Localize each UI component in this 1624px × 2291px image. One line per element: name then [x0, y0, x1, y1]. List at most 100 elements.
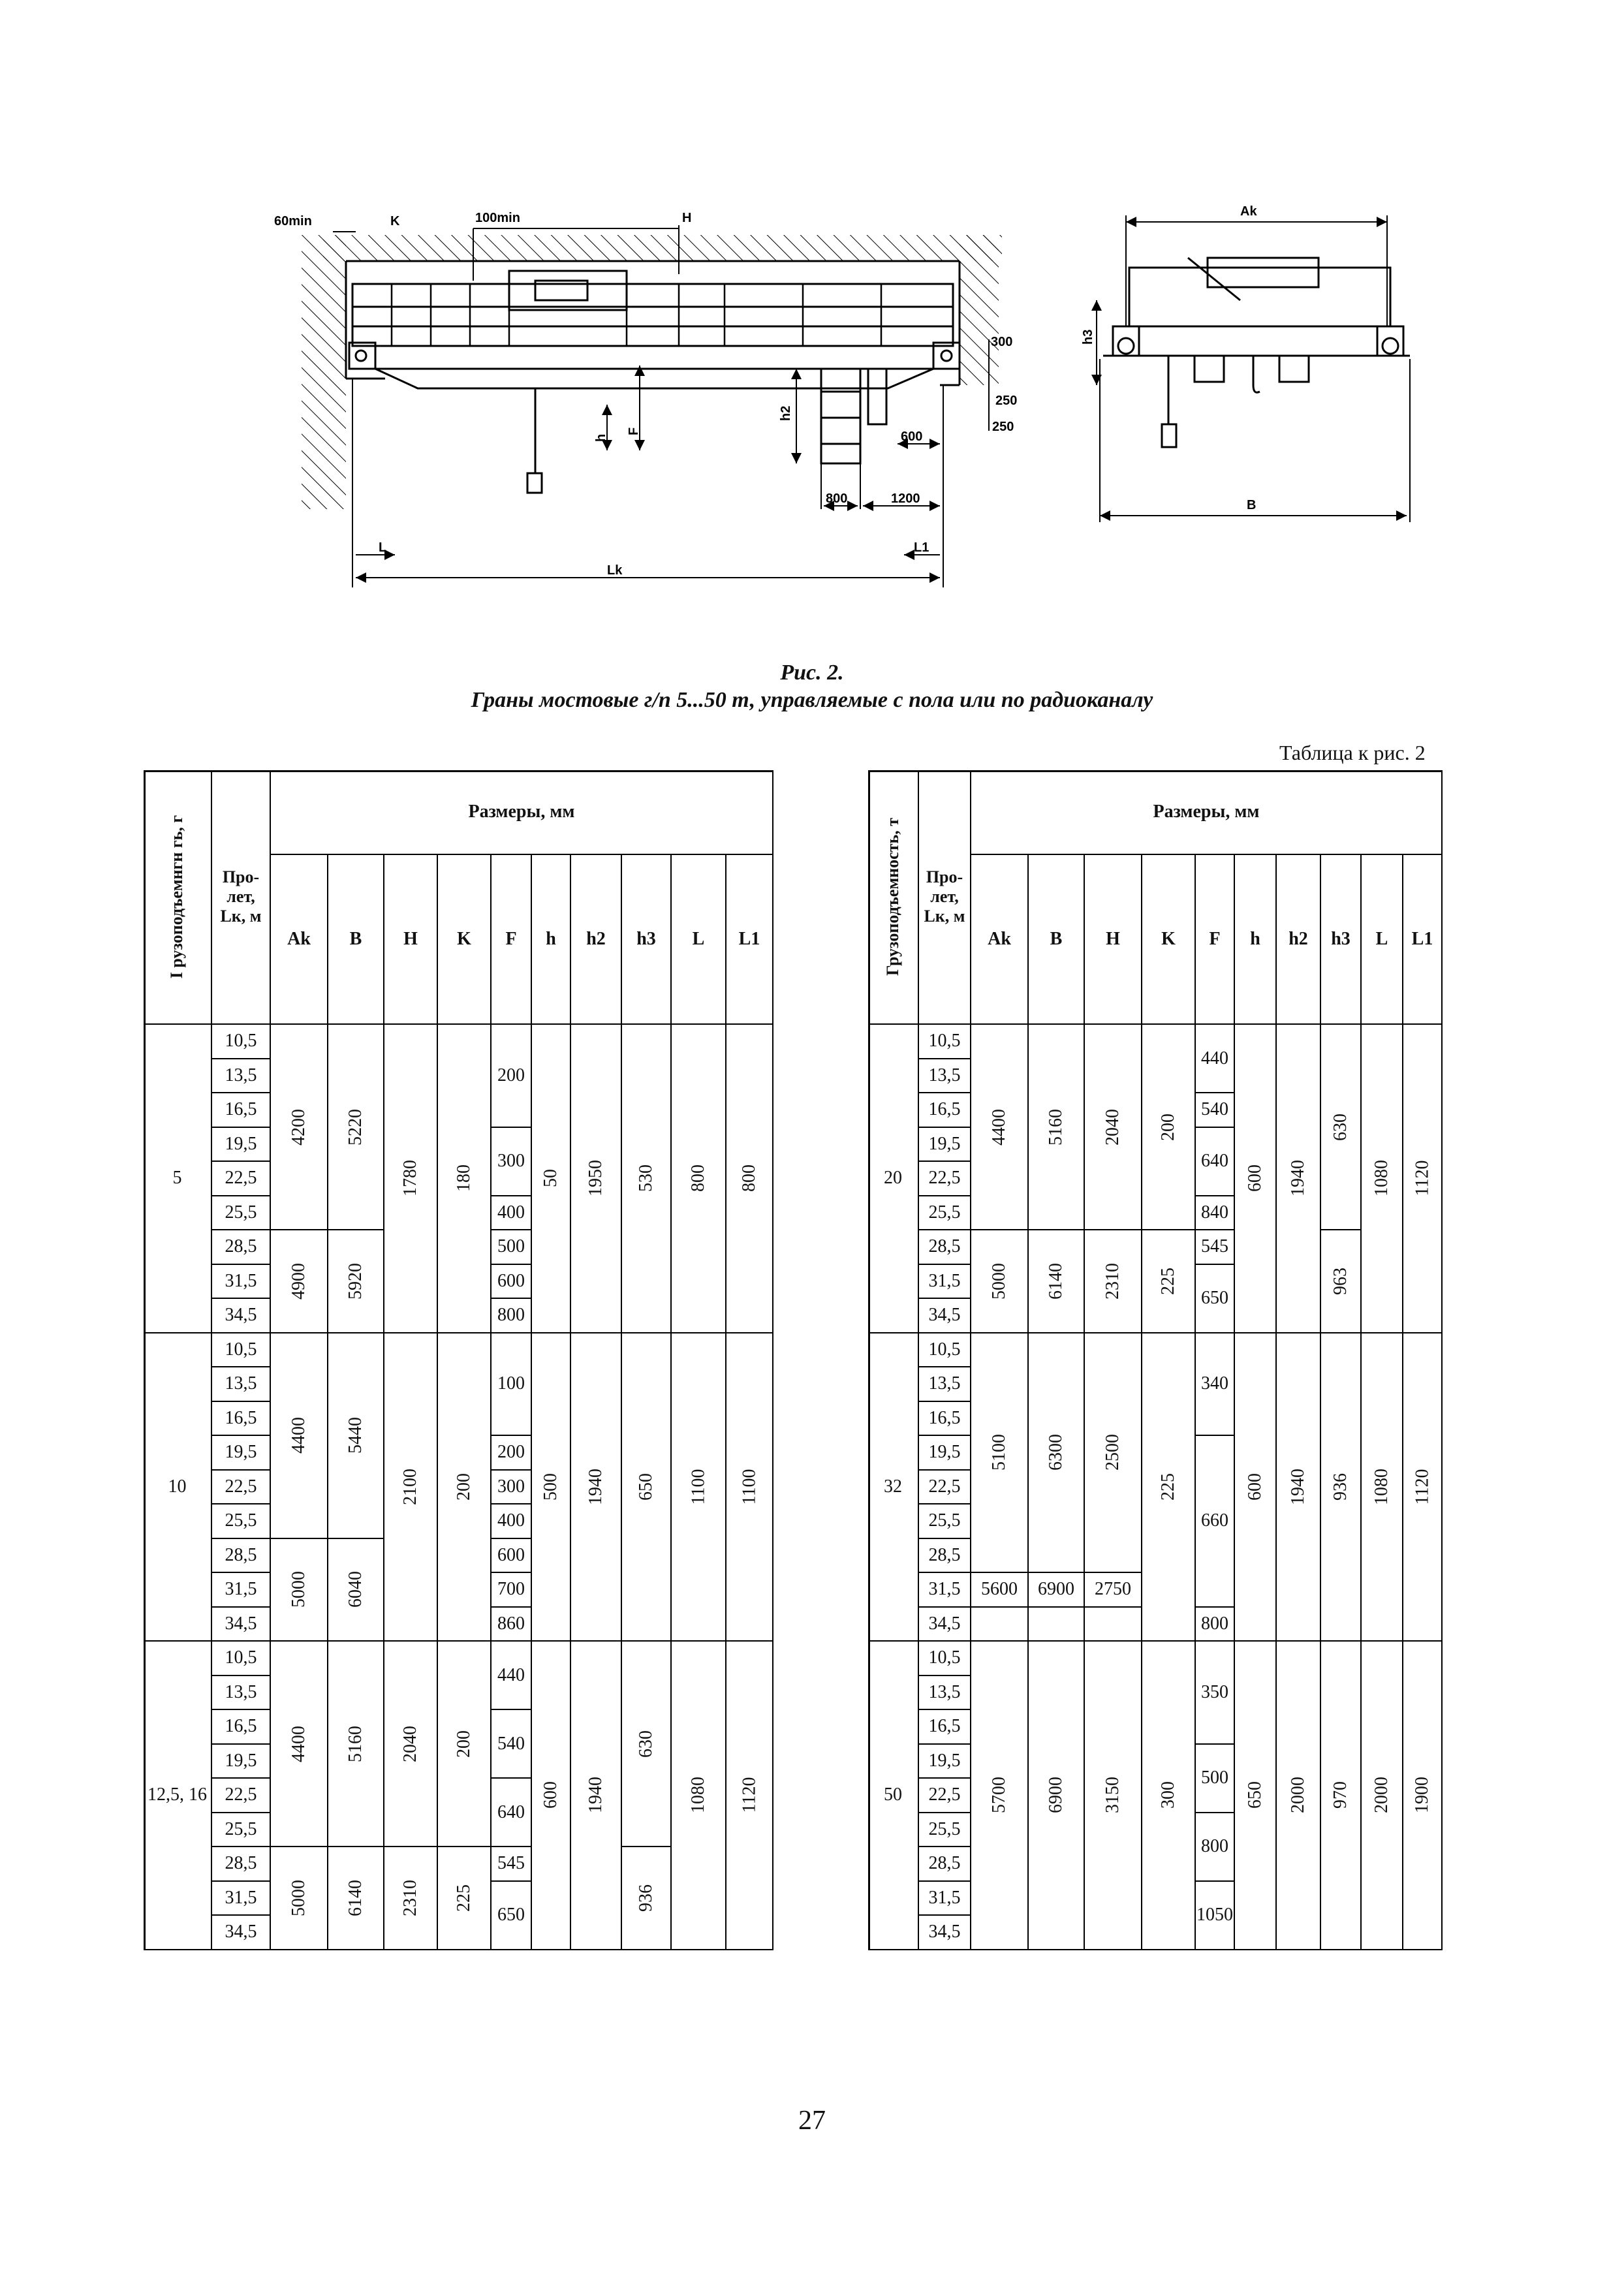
- label-250b: 250: [992, 420, 1014, 434]
- cell-f: 540: [492, 1710, 532, 1779]
- cell-f: 660: [1196, 1436, 1235, 1608]
- cell-h3: 963: [1321, 1230, 1362, 1333]
- label-h-top: H: [682, 211, 691, 225]
- span-value: 28,5: [919, 1847, 971, 1882]
- table-note: Таблица к рис. 2: [1279, 741, 1426, 764]
- capacity-value: 20: [868, 1025, 919, 1333]
- capacity-value: 50: [868, 1642, 919, 1950]
- span-value: 28,5: [919, 1538, 971, 1573]
- col-header-l1: L1: [726, 855, 773, 1025]
- span-value: 22,5: [919, 1162, 971, 1196]
- span-value: 22,5: [919, 1470, 971, 1504]
- label-lk: Lk: [607, 563, 623, 578]
- span-value: 16,5: [919, 1401, 971, 1436]
- capacity-value: 10: [144, 1333, 212, 1642]
- col-header-l: L: [1362, 855, 1403, 1025]
- cell-k: 225: [438, 1847, 492, 1950]
- span-value: 13,5: [212, 1367, 271, 1402]
- cell-h3: 970: [1321, 1642, 1362, 1950]
- cell-ak: [971, 1607, 1029, 1642]
- cell-f: 800: [1196, 1607, 1235, 1642]
- cell-h2: 1940: [571, 1333, 622, 1642]
- side-view: Ak h3 B: [1081, 204, 1411, 522]
- col-header-ak: Ak: [971, 855, 1029, 1025]
- span-value: 10,5: [919, 1333, 971, 1367]
- cell-b: 5160: [328, 1642, 384, 1847]
- cell-h: 2310: [384, 1847, 438, 1950]
- cell-f: 800: [1196, 1813, 1235, 1882]
- cell-b: 6140: [1029, 1230, 1085, 1333]
- cell-f: 700: [492, 1573, 532, 1608]
- cell-h3: 650: [622, 1333, 672, 1642]
- cell-ak: 5100: [971, 1333, 1029, 1573]
- cell-h: 2310: [1085, 1230, 1142, 1333]
- span-value: 31,5: [212, 1573, 271, 1608]
- cell-h: 50: [532, 1025, 571, 1333]
- cell-k: 225: [1142, 1333, 1196, 1642]
- span-header: Про-лет, Lк, м: [212, 770, 271, 1025]
- cell-ak: 4200: [271, 1025, 328, 1230]
- cell-b: 5160: [1029, 1025, 1085, 1230]
- cell-f: 840: [1196, 1196, 1235, 1230]
- col-header-h: H: [384, 855, 438, 1025]
- cell-f: 640: [492, 1779, 532, 1847]
- span-value: 13,5: [919, 1367, 971, 1402]
- cell-h3: 630: [1321, 1025, 1362, 1230]
- cell-l: 1080: [1362, 1025, 1403, 1333]
- span-value: 34,5: [212, 1607, 271, 1642]
- label-100min: 100min: [475, 211, 520, 225]
- cell-h2: 1940: [1277, 1333, 1321, 1642]
- span-value: 16,5: [212, 1401, 271, 1436]
- span-header: Про-лет, Lк, м: [919, 770, 971, 1025]
- cell-b: 5920: [328, 1230, 384, 1333]
- cell-ak: 4400: [271, 1642, 328, 1847]
- cell-ak: 4400: [971, 1025, 1029, 1230]
- capacity-header: Грузоподъемность, т: [868, 770, 919, 1025]
- cell-h3: 630: [622, 1642, 672, 1847]
- cell-l1: 1120: [726, 1642, 773, 1950]
- cell-f: 1050: [1196, 1881, 1235, 1950]
- col-header-h2: h2: [1277, 855, 1321, 1025]
- span-value: 28,5: [212, 1847, 271, 1882]
- cell-b: [1029, 1607, 1085, 1642]
- span-value: 25,5: [919, 1813, 971, 1847]
- col-header-l: L: [672, 855, 726, 1025]
- col-header-k: K: [1142, 855, 1196, 1025]
- label-h3: h3: [1081, 330, 1095, 345]
- cell-b: 6140: [328, 1847, 384, 1950]
- col-header-h: h: [1235, 855, 1277, 1025]
- cell-l: 1080: [1362, 1333, 1403, 1642]
- col-header-ak: Ak: [271, 855, 328, 1025]
- crane-drawing: 60min K 100min H 300 250 250 600 h2 F h …: [274, 204, 1411, 587]
- cell-f: 650: [492, 1881, 532, 1950]
- span-value: 22,5: [212, 1162, 271, 1196]
- cell-k: 180: [438, 1025, 492, 1333]
- cell-b: 6900: [1029, 1573, 1085, 1608]
- cell-f: 540: [1196, 1093, 1235, 1128]
- col-header-f: F: [1196, 855, 1235, 1025]
- label-600: 600: [901, 429, 922, 444]
- cell-ak: 4900: [271, 1230, 328, 1333]
- label-250a: 250: [995, 394, 1017, 408]
- cell-h: 2750: [1085, 1573, 1142, 1608]
- col-header-h: H: [1085, 855, 1142, 1025]
- cell-l1: 1100: [726, 1333, 773, 1642]
- label-l1: L1: [914, 540, 929, 555]
- caption-figure-number: Рис. 2.: [780, 661, 844, 685]
- span-value: 28,5: [212, 1538, 271, 1573]
- span-value: 25,5: [919, 1504, 971, 1539]
- cell-f: 800: [492, 1299, 532, 1333]
- cell-h2: 1940: [1277, 1025, 1321, 1333]
- span-value: 31,5: [212, 1264, 271, 1299]
- cell-ak: 5000: [971, 1230, 1029, 1333]
- col-header-h3: h3: [1321, 855, 1362, 1025]
- label-k: K: [390, 214, 400, 228]
- span-value: 19,5: [919, 1744, 971, 1779]
- label-60min: 60min: [274, 214, 312, 228]
- span-value: 25,5: [919, 1196, 971, 1230]
- cell-f: 500: [1196, 1744, 1235, 1813]
- cell-f: 440: [1196, 1025, 1235, 1093]
- span-value: 34,5: [212, 1916, 271, 1950]
- span-value: 28,5: [919, 1230, 971, 1265]
- cell-f: 300: [492, 1470, 532, 1504]
